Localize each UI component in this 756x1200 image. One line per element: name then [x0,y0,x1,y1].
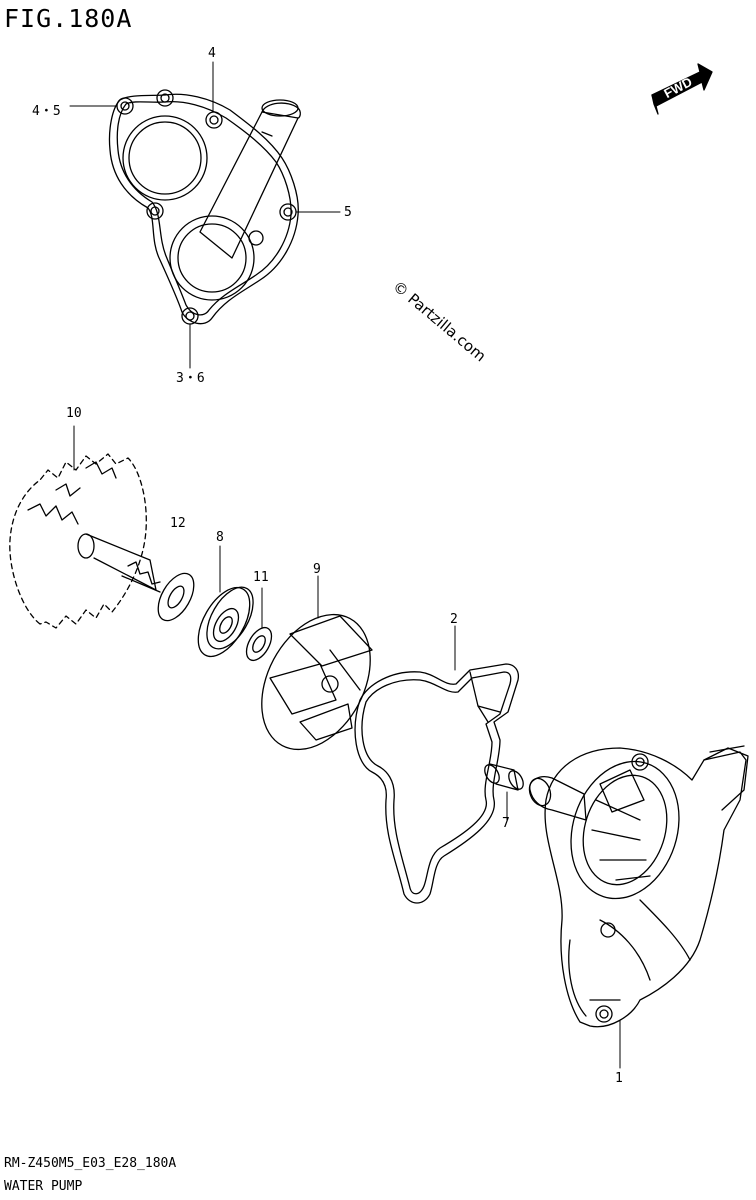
callout-3-6: 3・6 [176,371,205,386]
fwd-arrow-icon [651,63,713,115]
callout-1: 1 [615,1071,623,1086]
dowel-pin-part [484,763,524,791]
leader-lines-bottom [73,425,621,1069]
callout-10: 10 [66,406,82,421]
callout-4-5: 4・5 [32,104,61,119]
impeller-part [261,613,373,751]
callout-4: 4 [208,46,216,61]
washer-part [157,572,195,622]
callout-5: 5 [344,205,352,220]
callout-8: 8 [216,530,224,545]
figure-code: RM-Z450M5_E03_E28_180A [4,1156,177,1171]
leader-lines-top [69,61,341,369]
figure-title: FIG.180A [4,4,133,33]
callout-9: 9 [313,562,321,577]
pump-cover-part [108,89,301,325]
callout-12: 12 [170,516,186,531]
gear-shaft-part [9,453,161,629]
callout-7: 7 [502,816,510,831]
gasket-part [354,663,520,904]
small-washer-part [245,626,273,662]
callout-11: 11 [253,570,269,585]
figure-name: WATER PUMP [4,1179,83,1194]
pump-housing-part [528,745,749,1028]
callout-2: 2 [450,612,458,627]
mechanical-seal-part [197,586,254,658]
